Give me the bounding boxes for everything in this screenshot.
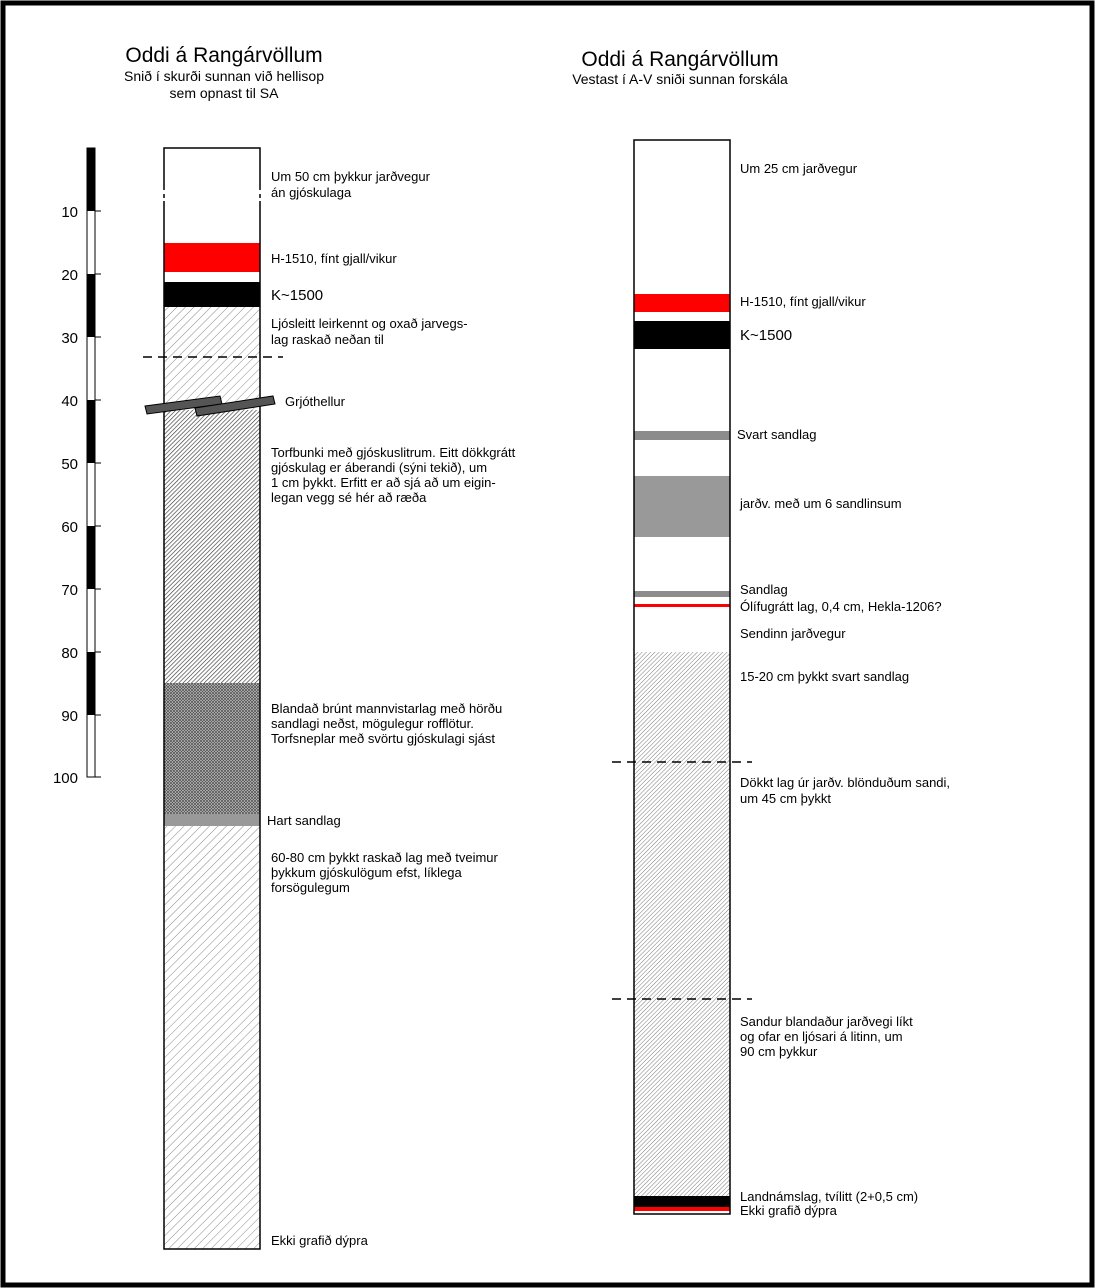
left-label-h1510: H-1510, fínt gjall/vikur — [271, 251, 397, 266]
stone-slabs — [144, 395, 276, 417]
right-sand-layer — [634, 591, 730, 597]
left-turf-layer — [164, 410, 260, 683]
right-label-soil-top: Um 25 cm jarðvegur — [740, 161, 858, 176]
right-lower-layer — [634, 652, 730, 1196]
right-landnam-black — [634, 1196, 730, 1207]
scale-label-90: 90 — [61, 708, 78, 725]
right-k1500-layer — [634, 321, 730, 349]
right-label-landnam: Landnámslag, tvílitt (2+0,5 cm) — [740, 1189, 918, 1204]
scale-label-50: 50 — [61, 456, 78, 473]
scale-label-40: 40 — [61, 393, 78, 410]
left-column — [163, 147, 261, 1250]
left-label-bottom: Ekki grafið dýpra — [271, 1233, 369, 1248]
scale-label-30: 30 — [61, 330, 78, 347]
right-label-sandy-soil: Sendinn jarðvegur — [740, 626, 846, 641]
left-subtitle-2: sem opnast til SA — [170, 85, 280, 101]
right-label-sand-mixed-2: og ofar en ljósari á litinn, um — [740, 1029, 903, 1044]
left-label-disturbed-1: 60-80 cm þykkt raskað lag með tveimur — [271, 850, 499, 865]
right-olive-layer — [634, 604, 730, 607]
left-light-layer — [164, 307, 260, 410]
right-h1510-layer — [634, 294, 730, 312]
left-label-light-2: lag raskað neðan til — [271, 332, 384, 347]
left-hard-sand-layer — [164, 814, 260, 826]
right-label-sand-lenses: jarðv. með um 6 sandlinsum — [739, 496, 902, 511]
left-label-hard-sand: Hart sandlag — [267, 813, 341, 828]
right-column — [633, 139, 731, 1215]
right-landnam-red — [634, 1207, 730, 1211]
right-label-k1500: K~1500 — [740, 327, 792, 344]
scale-label-10: 10 — [61, 204, 78, 221]
right-subtitle-1: Vestast í A-V sniði sunnan forskála — [572, 71, 788, 87]
scale-label-70: 70 — [61, 582, 78, 599]
left-label-mixed-3: Torfsneplar með svörtu gjóskulagi sjást — [271, 731, 495, 746]
right-label-sand-mixed-1: Sandur blandaður jarðvegi líkt — [740, 1014, 913, 1029]
depth-scale — [86, 147, 101, 778]
scale-label-80: 80 — [61, 645, 78, 662]
left-title: Oddi á Rangárvöllum — [125, 44, 322, 67]
left-label-turf-4: legan vegg sé hér að ræða — [271, 490, 427, 505]
left-mixed-layer — [164, 683, 260, 814]
right-label-black-sand: Svart sandlag — [737, 427, 817, 442]
left-label-soil-top-2: án gjóskulaga — [271, 185, 352, 200]
right-sand-lenses-layer — [634, 476, 730, 537]
right-column-outline — [633, 139, 731, 1215]
right-label-dark-2: um 45 cm þykkt — [740, 791, 831, 806]
left-disturbed-layer — [164, 826, 260, 1249]
left-label-light-1: Ljósleitt leirkennt og oxað jarvegs- — [271, 316, 468, 331]
right-label-thick-black: 15-20 cm þykkt svart sandlag — [740, 669, 909, 684]
left-label-k1500: K~1500 — [271, 287, 323, 304]
left-label-disturbed-3: forsögulegum — [271, 880, 350, 895]
right-label-sand: Sandlag — [740, 582, 788, 597]
left-h1510-layer — [164, 243, 260, 272]
right-label-dark-1: Dökkt lag úr jarðv. blönduðum sandi, — [740, 775, 950, 790]
right-title: Oddi á Rangárvöllum — [581, 48, 778, 71]
scale-label-60: 60 — [61, 519, 78, 536]
left-k1500-layer — [164, 282, 260, 307]
left-label-mixed-1: Blandað brúnt mannvistarlag með hörðu — [271, 701, 502, 716]
left-label-disturbed-2: þykkum gjóskulögum efst, líklega — [271, 865, 463, 880]
right-black-sand-layer — [634, 431, 730, 440]
scale-label-100: 100 — [53, 770, 78, 787]
left-label-stones: Grjóthellur — [285, 394, 346, 409]
right-label-h1510: H-1510, fínt gjall/vikur — [740, 294, 866, 309]
right-label-bottom: Ekki grafið dýpra — [740, 1203, 838, 1218]
scale-label-20: 20 — [61, 267, 78, 284]
left-subtitle-1: Snið í skurði sunnan við hellisop — [124, 68, 324, 84]
right-label-sand-mixed-3: 90 cm þykkur — [740, 1044, 818, 1059]
right-label-olive: Ólífugrátt lag, 0,4 cm, Hekla-1206? — [740, 599, 942, 614]
left-label-turf-3: 1 cm þykkt. Erfitt er að sjá að um eigin… — [271, 475, 496, 490]
left-label-mixed-2: sandlagi neðst, mögulegur rofflötur. — [271, 716, 474, 731]
left-soil-top-layer — [164, 148, 260, 243]
left-label-soil-top-1: Um 50 cm þykkur jarðvegur — [271, 169, 431, 184]
left-label-turf-1: Torfbunki með gjóskuslitrum. Eitt dökkgr… — [271, 445, 516, 460]
left-label-turf-2: gjóskulag er áberandi (sýni tekið), um — [271, 460, 487, 475]
right-soil-top-layer — [634, 140, 730, 294]
